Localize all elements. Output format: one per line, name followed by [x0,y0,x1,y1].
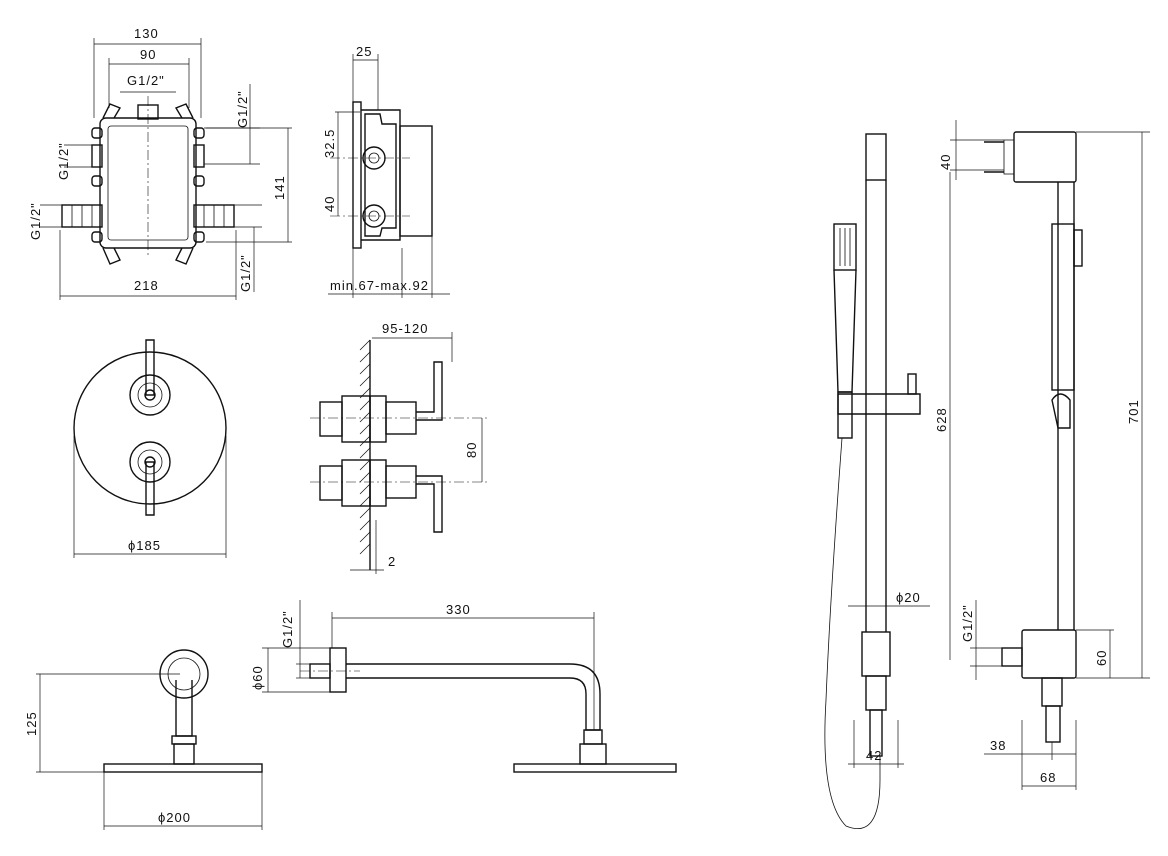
shower-arm-side-view: 330 G1/2" ϕ60 [250,600,677,773]
dim-box-left-thread-top: G1/2" [56,142,71,180]
concealed-box-front-view: 130 90 G1/2" G1/2" 141 G1/2" G1/2" G1/2" [28,26,292,300]
dim-arm-flange: ϕ60 [250,665,265,690]
dim-rail-depth: 68 [1040,770,1056,785]
dim-rail-spacing-top: 40 [938,154,953,170]
slide-rail-side-view: 40 628 701 G1/2" 60 38 68 [934,120,1150,790]
valve-side-view: 95-120 80 2 [310,321,488,574]
slide-rail-front-view: ϕ20 42 [824,133,930,830]
dim-rail-outlet-height: 60 [1094,650,1109,666]
dim-head-diameter: ϕ200 [158,810,191,825]
dim-box-overall-width: 218 [134,278,159,293]
dim-rail-height: 628 [934,407,949,432]
dim-valve-projection: 95-120 [382,321,428,336]
dim-side-width: 25 [356,44,372,59]
concealed-box-side-view: 25 32.5 40 min.67-max.92 [322,44,450,298]
dim-side-spacing-2: 40 [322,196,337,212]
dim-rail-base: 42 [866,748,882,763]
dim-arm-length: 330 [446,602,471,617]
dim-valve-spacing: 80 [464,442,479,458]
dim-rail-overall: 701 [1126,399,1141,424]
dim-box-left-thread-bottom: G1/2" [28,202,43,240]
dim-rail-diameter: ϕ20 [896,590,921,605]
dim-box-right-thread-bottom: G1/2" [238,254,253,292]
dim-rail-outlet-thread: G1/2" [960,604,975,642]
dim-box-width: 130 [134,26,159,41]
dim-plate-diameter: ϕ185 [128,538,161,553]
dim-arm-thread: G1/2" [280,610,295,648]
dim-box-height: 141 [272,175,287,200]
trim-plate-front-view: ϕ185 [73,339,227,558]
dim-side-depth: min.67-max.92 [330,278,429,293]
dim-side-spacing-1: 32.5 [322,129,337,158]
dim-box-top-thread: G1/2" [127,73,165,88]
shower-head-front-view: 125 ϕ200 [24,649,263,830]
dim-box-right-thread-top: G1/2" [235,90,250,128]
wall-hatch [359,339,371,555]
dim-wall-gap: 2 [388,554,396,569]
dim-box-inner: 90 [140,47,156,62]
dim-rail-outlet-offset: 38 [990,738,1006,753]
dim-head-drop: 125 [24,711,39,736]
